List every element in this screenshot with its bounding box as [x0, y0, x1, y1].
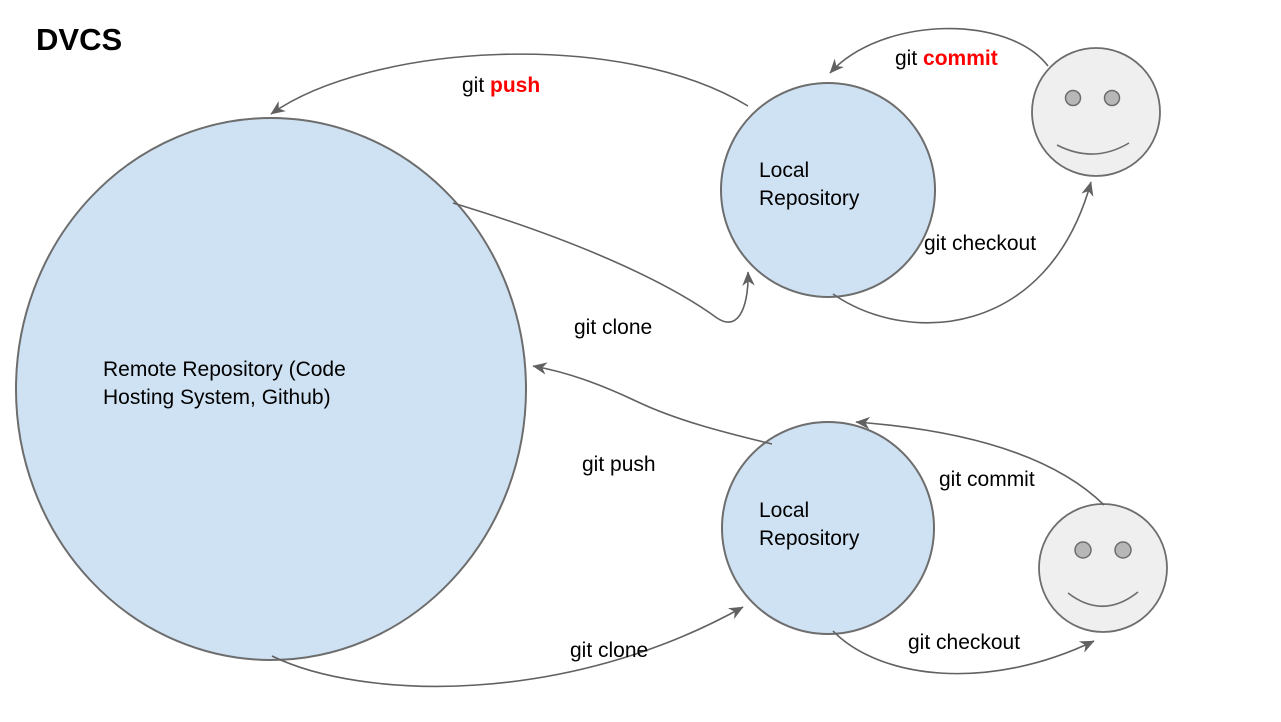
arrow-git-clone-top [452, 202, 755, 323]
remote-repository-circle [15, 117, 527, 661]
git-commit-bottom-label: git commit [939, 468, 1035, 491]
page-title: DVCS [36, 22, 123, 57]
git-checkout-top-label: git checkout [924, 232, 1037, 255]
git-clone-bottom-label: git clone [570, 639, 649, 662]
local-repository-top-label: Local Repository [759, 159, 860, 210]
git-clone-top-label: git clone [574, 316, 653, 339]
local-repository-bottom-label: Local Repository [759, 499, 860, 550]
remote-repository-label: Remote Repository (Code Hosting System, … [103, 358, 346, 409]
user-top-smiley-icon [1031, 47, 1161, 177]
git-commit-top-label: git commit [895, 47, 998, 70]
git-push-top-label: git push [462, 74, 541, 97]
arrow-git-clone-bottom [271, 606, 744, 688]
user-bottom-smiley-icon [1038, 503, 1168, 633]
arrow-git-push-bottom [532, 362, 773, 445]
git-checkout-bottom-label: git checkout [908, 631, 1021, 654]
arrow-git-commit-bottom [855, 416, 1105, 506]
arrow-git-push-top [270, 53, 749, 115]
arrow-git-checkout-bottom [832, 630, 1095, 675]
local-repository-top-circle [720, 82, 936, 298]
arrow-git-commit-top [829, 27, 1049, 74]
arrow-git-checkout-top [832, 181, 1094, 324]
local-repository-bottom-circle [721, 421, 935, 635]
git-push-bottom-label: git push [582, 453, 656, 476]
